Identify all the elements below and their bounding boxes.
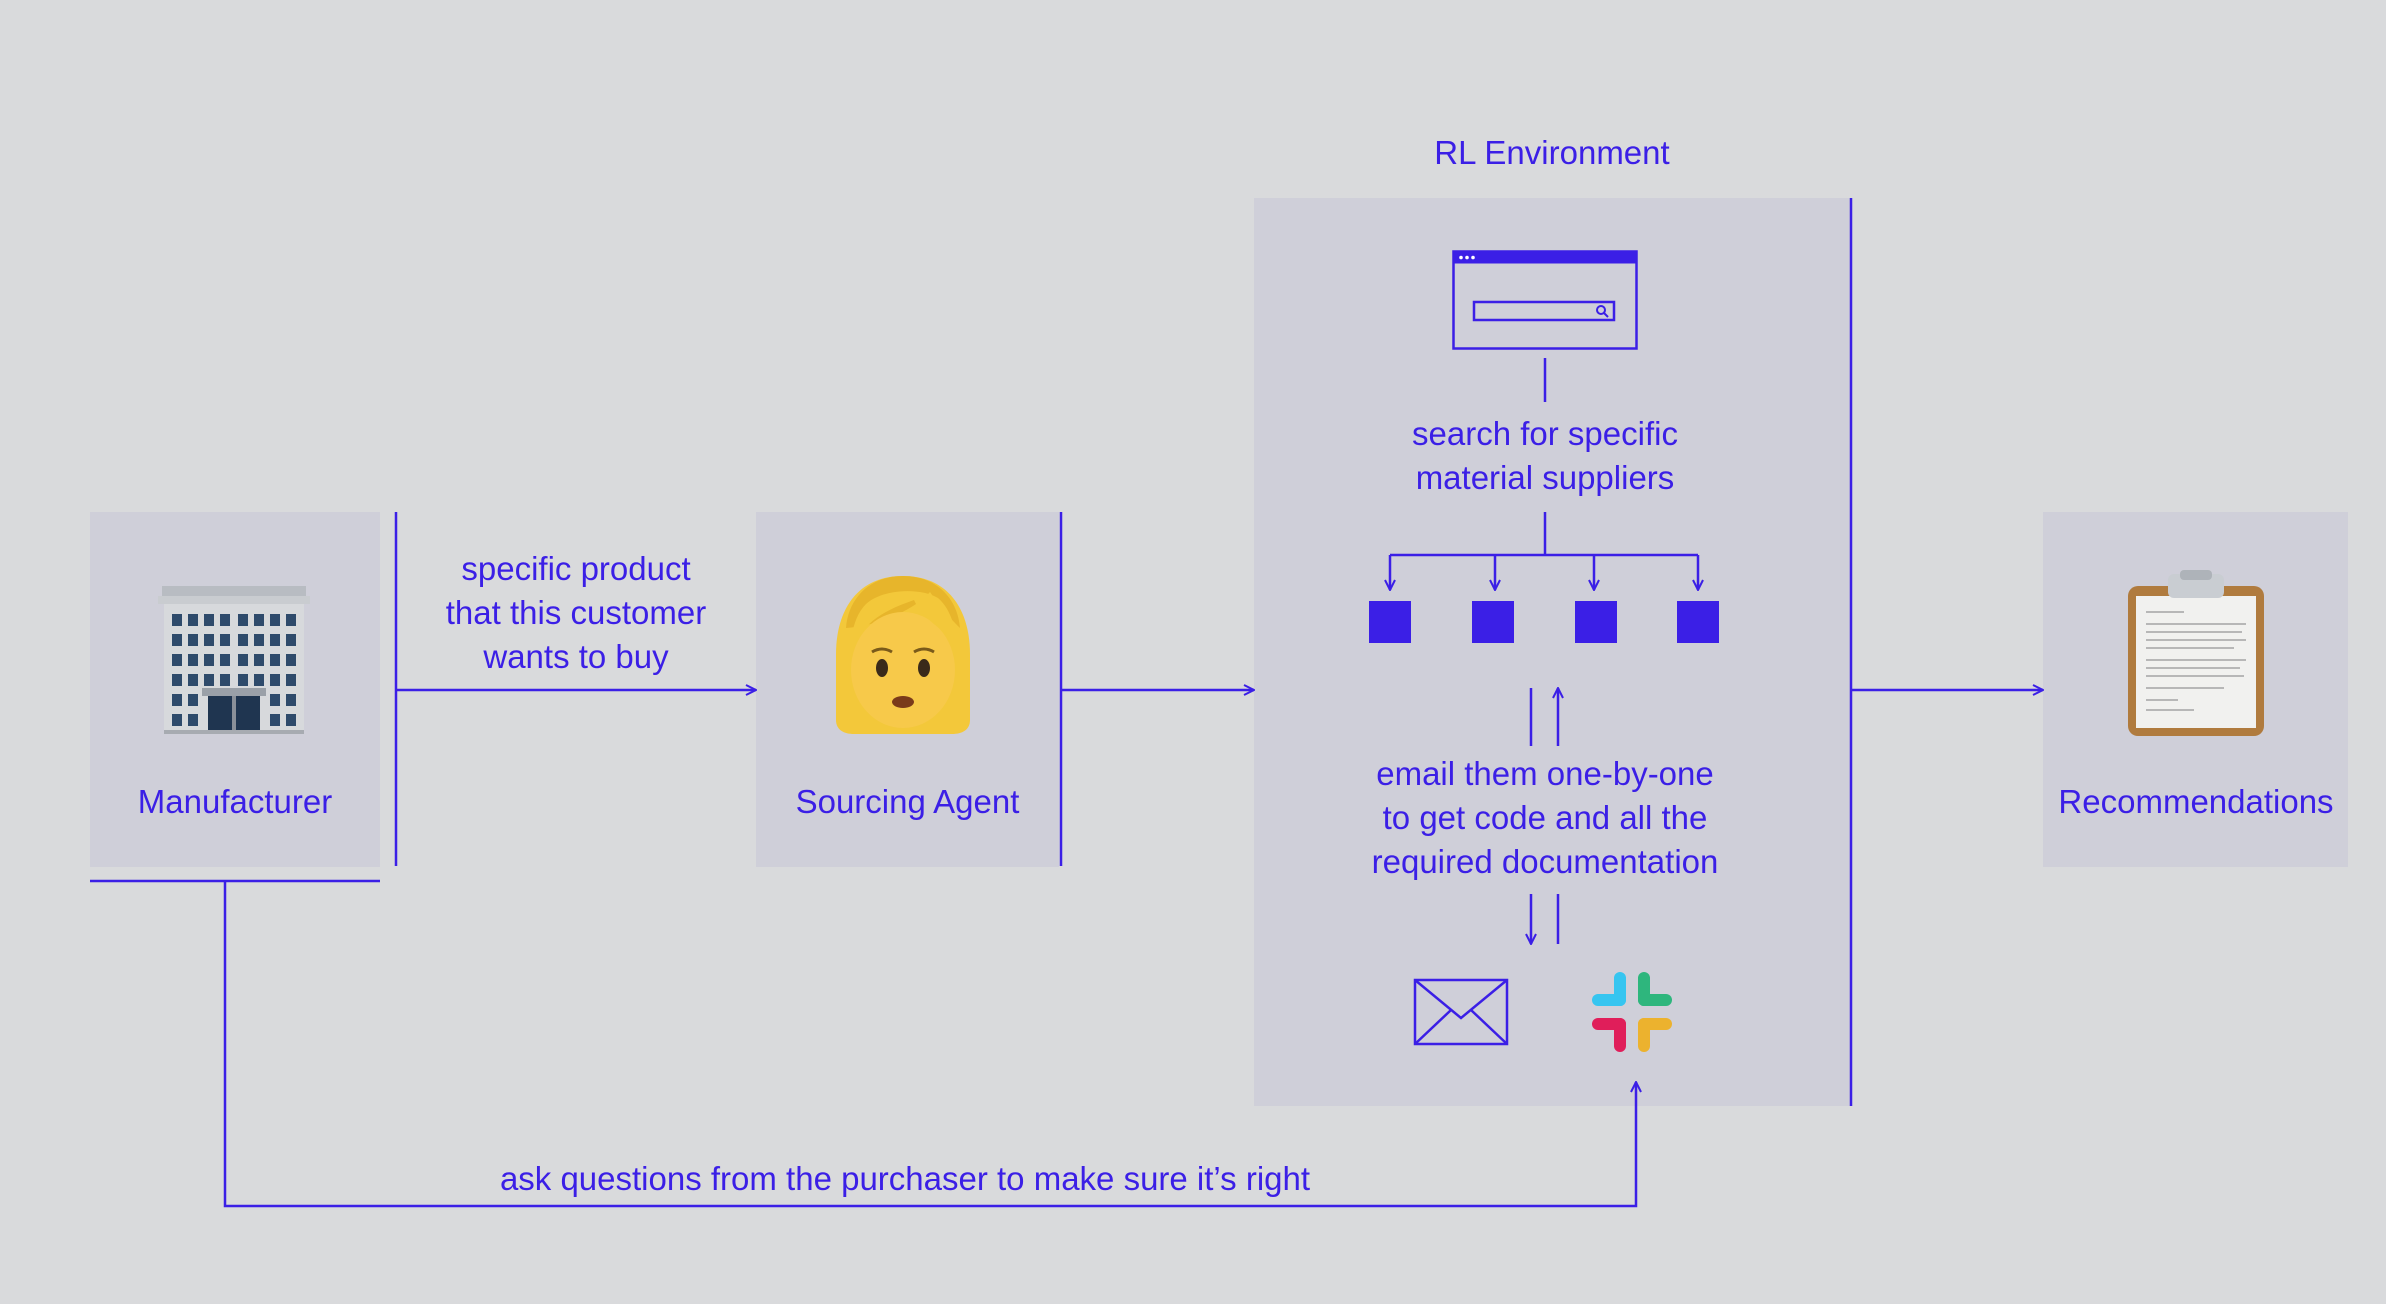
browser-search-window-icon [1452,250,1638,350]
envelope-icon [1413,978,1509,1046]
slack-icon [1592,972,1672,1052]
product-request-label: specific product that this customer want… [396,547,756,679]
product-request-line-1: specific product [461,550,691,587]
supplier-square-icon [1677,601,1719,643]
email-step-line-1: email them one-by-one [1376,755,1714,792]
rl-environment-title: RL Environment [1434,134,1670,171]
office-building-icon [158,586,310,734]
supplier-square-icon [1575,601,1617,643]
search-step-line-1: search for specific [1412,415,1678,452]
email-step-line-3: required documentation [1371,843,1719,880]
feedback-loop-line [223,881,1636,1208]
email-step-label: email them one-by-one to get code and al… [1290,752,1800,884]
clipboard-icon [2128,570,2264,736]
supplier-square-icon [1472,601,1514,643]
search-step-line-2: material suppliers [1415,459,1675,496]
feedback-label: ask questions from the purchaser to make… [499,1160,1311,1197]
product-request-line-2: that this customer [445,594,707,631]
search-step-label: search for specific material suppliers [1300,412,1790,500]
sourcing-agent-label: Sourcing Agent [795,783,1020,820]
supplier-square-icon [1369,601,1411,643]
manufacturer-label: Manufacturer [137,783,333,820]
woman-agent-icon [836,576,970,734]
recommendations-label: Recommendations [2058,783,2334,820]
email-step-line-2: to get code and all the [1382,799,1708,836]
product-request-line-3: wants to buy [483,638,669,675]
